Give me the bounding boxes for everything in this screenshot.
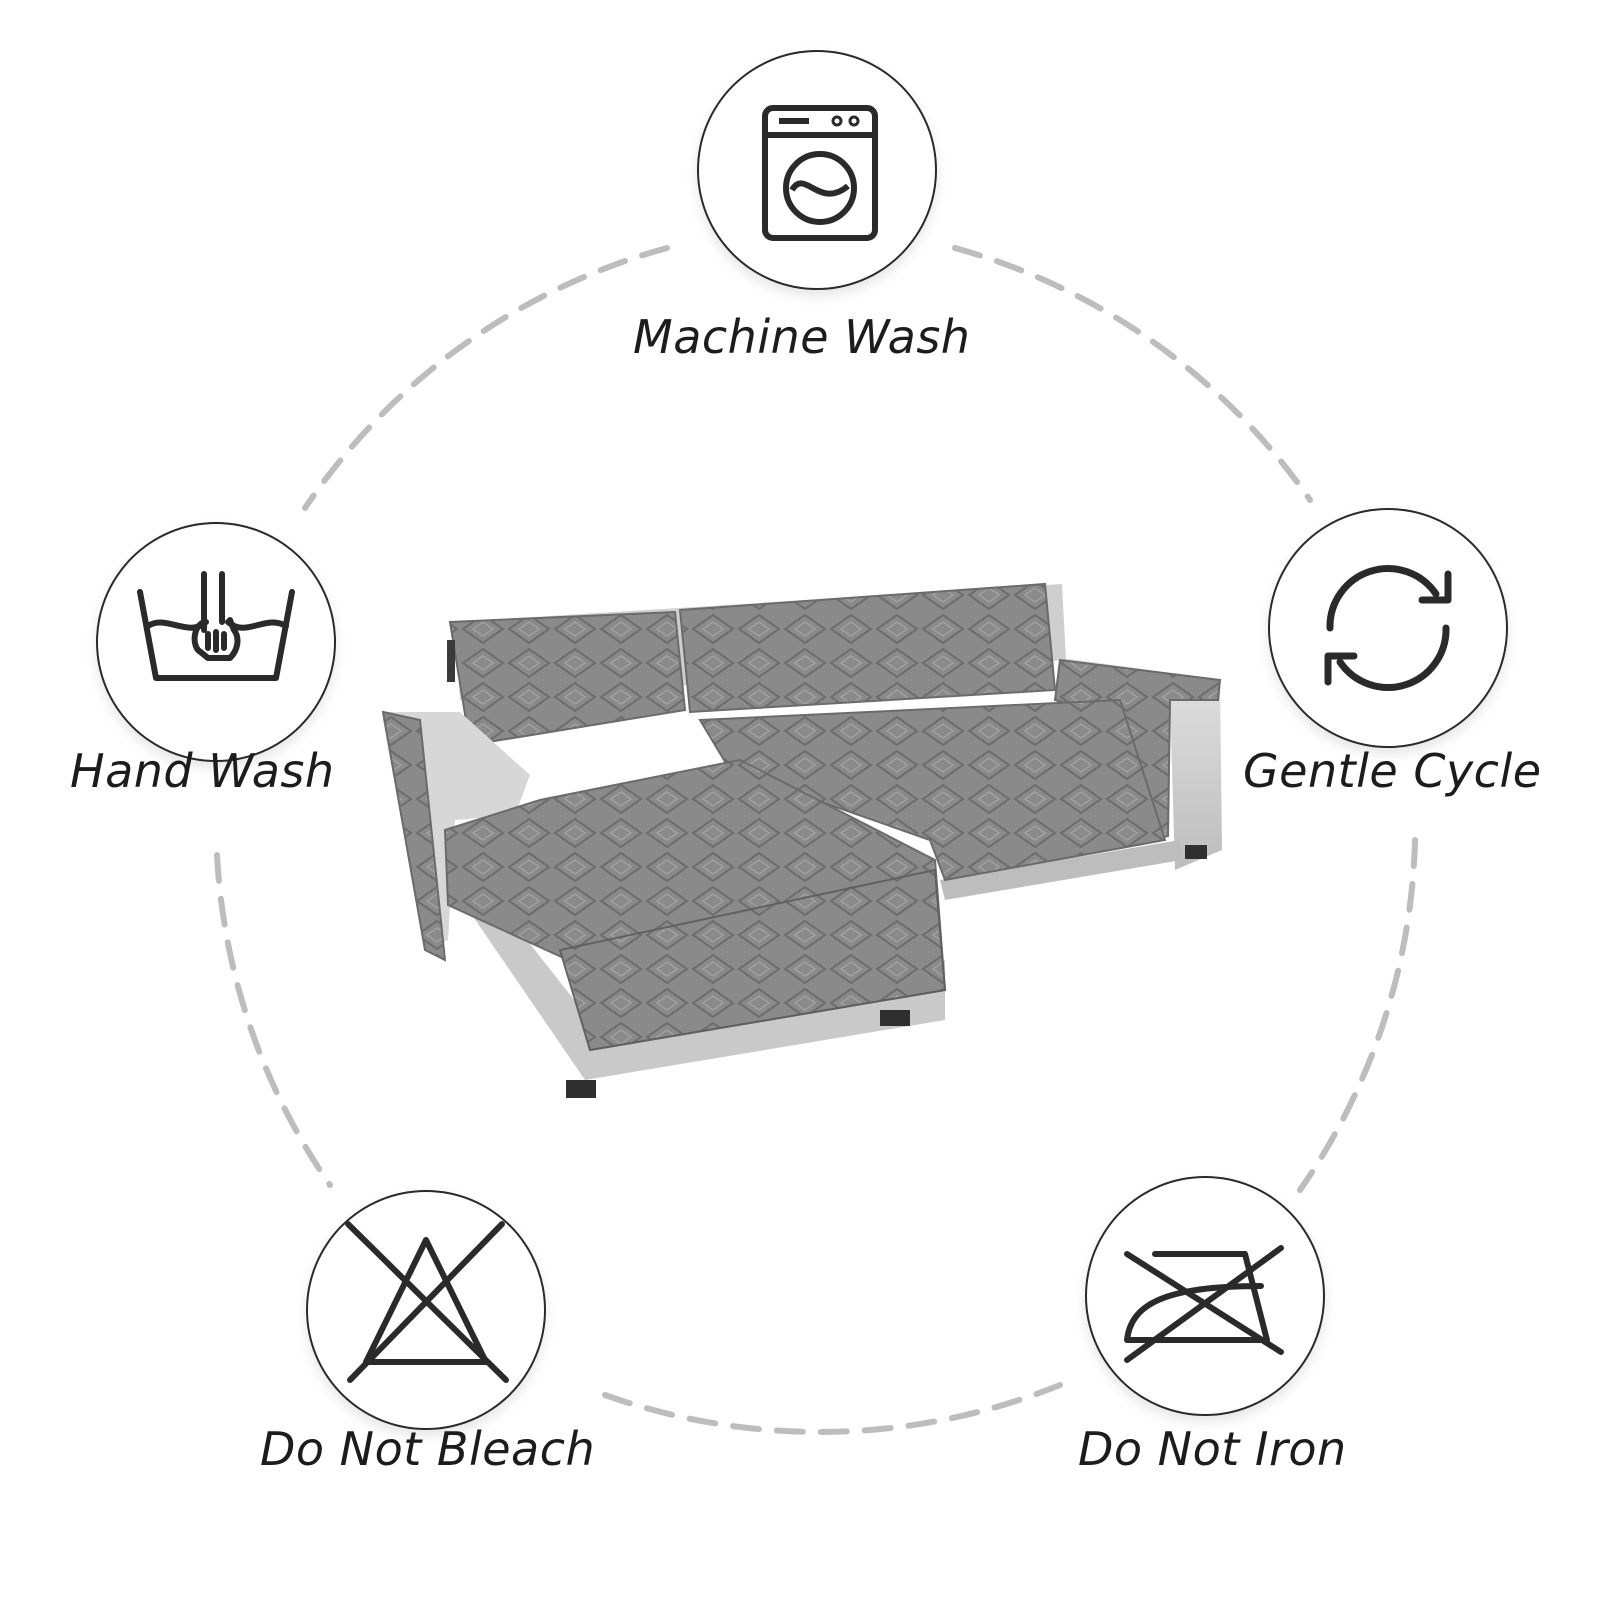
hand-wash-label: Hand Wash <box>70 744 335 798</box>
machine-wash-label: Machine Wash <box>633 310 971 364</box>
gentle-cycle-label: Gentle Cycle <box>1243 744 1542 798</box>
crossed-iron-icon <box>1124 1245 1284 1363</box>
gentle-cycle-arrows-icon <box>1324 565 1452 691</box>
do-not-bleach-label: Do Not Bleach <box>260 1422 596 1476</box>
hand-wash-basin-icon <box>137 571 295 681</box>
washing-machine-icon <box>762 105 878 241</box>
do-not-iron-label: Do Not Iron <box>1078 1422 1347 1476</box>
crossed-triangle-icon <box>345 1221 509 1383</box>
machine-wash-badge <box>697 50 937 290</box>
hand-wash-badge <box>96 522 336 762</box>
do-not-iron-badge <box>1085 1176 1325 1416</box>
gentle-cycle-badge <box>1268 508 1508 748</box>
do-not-bleach-badge <box>306 1190 546 1430</box>
